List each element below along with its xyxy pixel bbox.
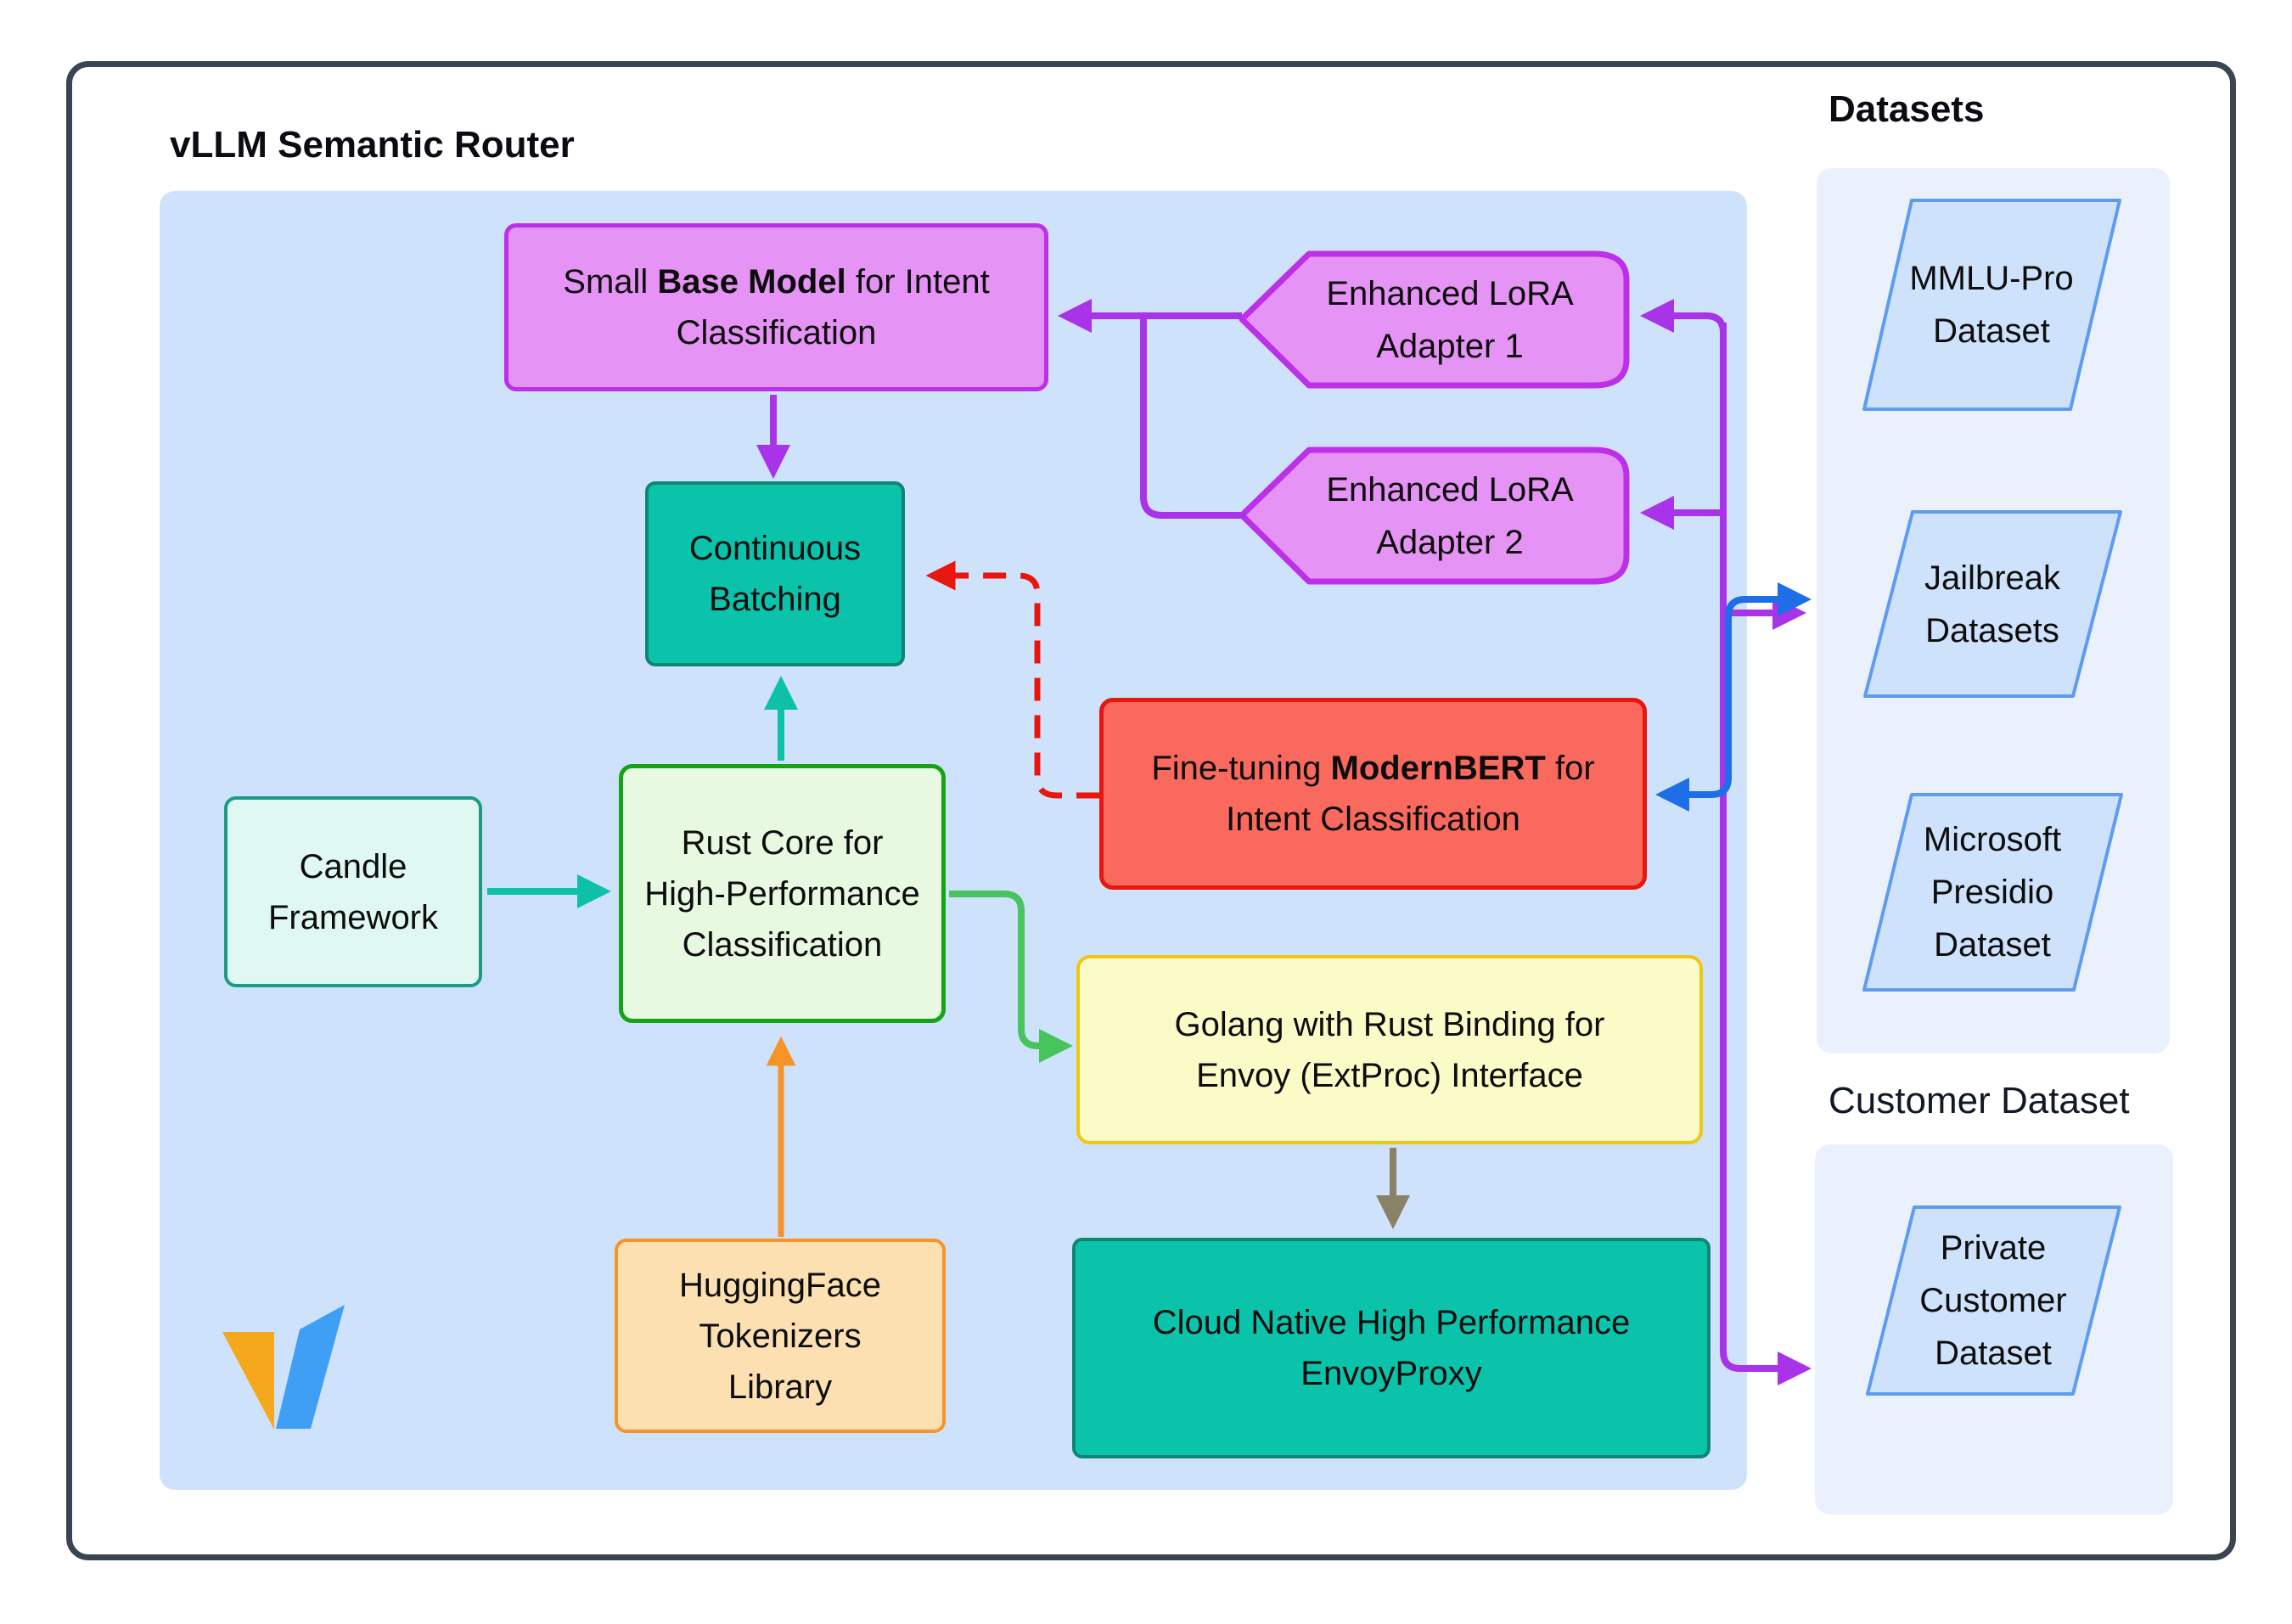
customer-dataset-group-panel	[1815, 1144, 2173, 1514]
node-finetuning-modernbert-label: Fine-tuning ModernBERT for Intent Classi…	[1151, 750, 1595, 838]
datasets-group-label: Datasets	[1829, 88, 1985, 130]
node-candle-framework: Candle Framework	[224, 796, 482, 987]
node-candle-framework-label: Candle Framework	[267, 847, 439, 936]
page-title: vLLM Semantic Router	[170, 124, 575, 166]
node-huggingface-tokenizers-label: HuggingFace Tokenizers Library	[679, 1266, 881, 1406]
node-envoyproxy: Cloud Native High Performance EnvoyProxy	[1072, 1238, 1711, 1458]
customer-group-label: Customer Dataset	[1829, 1080, 2130, 1121]
node-golang-rust-binding-label: Golang with Rust Binding for Envoy (ExtP…	[1174, 1005, 1605, 1094]
node-finetuning-modernbert: Fine-tuning ModernBERT for Intent Classi…	[1099, 698, 1647, 890]
node-continuous-batching: Continuous Batching	[645, 481, 905, 666]
node-rust-core-label: Rust Core for High-Performance Classific…	[644, 823, 920, 964]
node-envoyproxy-label: Cloud Native High Performance EnvoyProxy	[1152, 1304, 1631, 1392]
node-rust-core: Rust Core for High-Performance Classific…	[619, 764, 946, 1023]
node-continuous-batching-label: Continuous Batching	[688, 530, 862, 618]
node-small-base-model-label: Small Base Model for Intent Classificati…	[563, 263, 990, 351]
node-golang-rust-binding: Golang with Rust Binding for Envoy (ExtP…	[1076, 955, 1703, 1144]
node-small-base-model: Small Base Model for Intent Classificati…	[504, 223, 1048, 391]
datasets-group-panel	[1817, 168, 2170, 1054]
node-huggingface-tokenizers: HuggingFace Tokenizers Library	[615, 1239, 946, 1433]
